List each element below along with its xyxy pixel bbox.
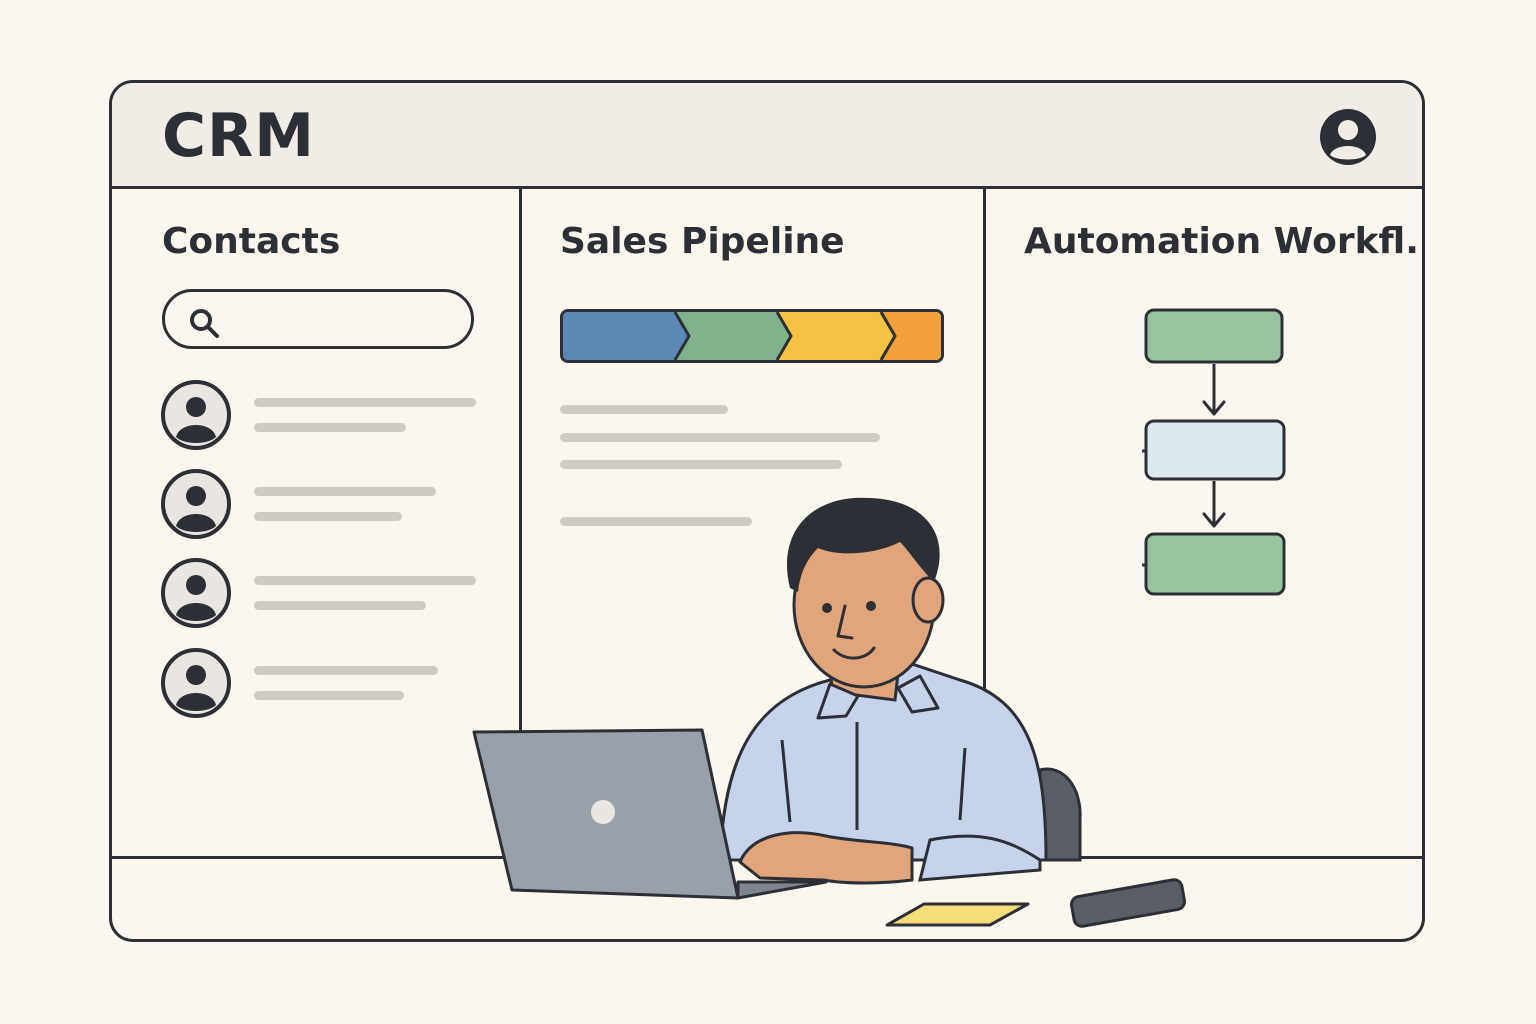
pipeline-title: Sales Pipeline bbox=[560, 221, 845, 262]
contact-name-placeholder bbox=[254, 398, 476, 407]
divider-pipeline-automation bbox=[983, 189, 986, 859]
pipeline-stage-1[interactable] bbox=[563, 312, 689, 360]
workflow-node-action[interactable] bbox=[1144, 532, 1286, 596]
contacts-search-field[interactable] bbox=[162, 289, 474, 349]
divider-contacts-pipeline bbox=[519, 189, 522, 859]
pipeline-stages-graphic bbox=[563, 312, 941, 360]
contact-list-item[interactable] bbox=[160, 468, 480, 540]
pipeline-text-placeholder bbox=[560, 405, 728, 414]
workflow-diagram bbox=[1142, 308, 1286, 596]
phone-icon bbox=[1070, 878, 1186, 928]
contact-detail-placeholder bbox=[254, 691, 404, 700]
avatar-icon bbox=[161, 380, 231, 450]
avatar-icon bbox=[161, 558, 231, 628]
pipeline-stage-2[interactable] bbox=[675, 312, 791, 360]
title-bar: CRM bbox=[112, 83, 1422, 189]
pipeline-stage-4[interactable] bbox=[881, 312, 941, 360]
user-circle-icon[interactable] bbox=[1318, 107, 1378, 167]
pipeline-text-placeholder bbox=[560, 517, 752, 526]
contacts-search-input[interactable] bbox=[235, 302, 459, 338]
contact-detail-placeholder bbox=[254, 423, 406, 432]
pipeline-stage-bar[interactable] bbox=[560, 309, 944, 363]
pipeline-stage-3[interactable] bbox=[777, 312, 895, 360]
sticky-note bbox=[885, 902, 1030, 927]
workflow-node-condition[interactable] bbox=[1144, 419, 1286, 481]
pipeline-text-placeholder bbox=[560, 460, 842, 469]
contact-list-item[interactable] bbox=[160, 647, 480, 719]
contact-name-placeholder bbox=[254, 576, 476, 585]
avatar-icon bbox=[161, 469, 231, 539]
search-icon bbox=[190, 309, 219, 338]
contact-name-placeholder bbox=[254, 666, 438, 675]
automation-title: Automation Workfl.. bbox=[1024, 221, 1425, 262]
contacts-title: Contacts bbox=[162, 221, 341, 262]
contact-detail-placeholder bbox=[254, 512, 402, 521]
contact-name-placeholder bbox=[254, 487, 436, 496]
contact-list-item[interactable] bbox=[160, 379, 480, 451]
workflow-node-trigger[interactable] bbox=[1144, 308, 1284, 364]
pipeline-text-placeholder bbox=[560, 433, 880, 442]
app-title: CRM bbox=[162, 101, 315, 171]
avatar-icon bbox=[161, 648, 231, 718]
contact-detail-placeholder bbox=[254, 601, 426, 610]
contact-list-item[interactable] bbox=[160, 557, 480, 629]
